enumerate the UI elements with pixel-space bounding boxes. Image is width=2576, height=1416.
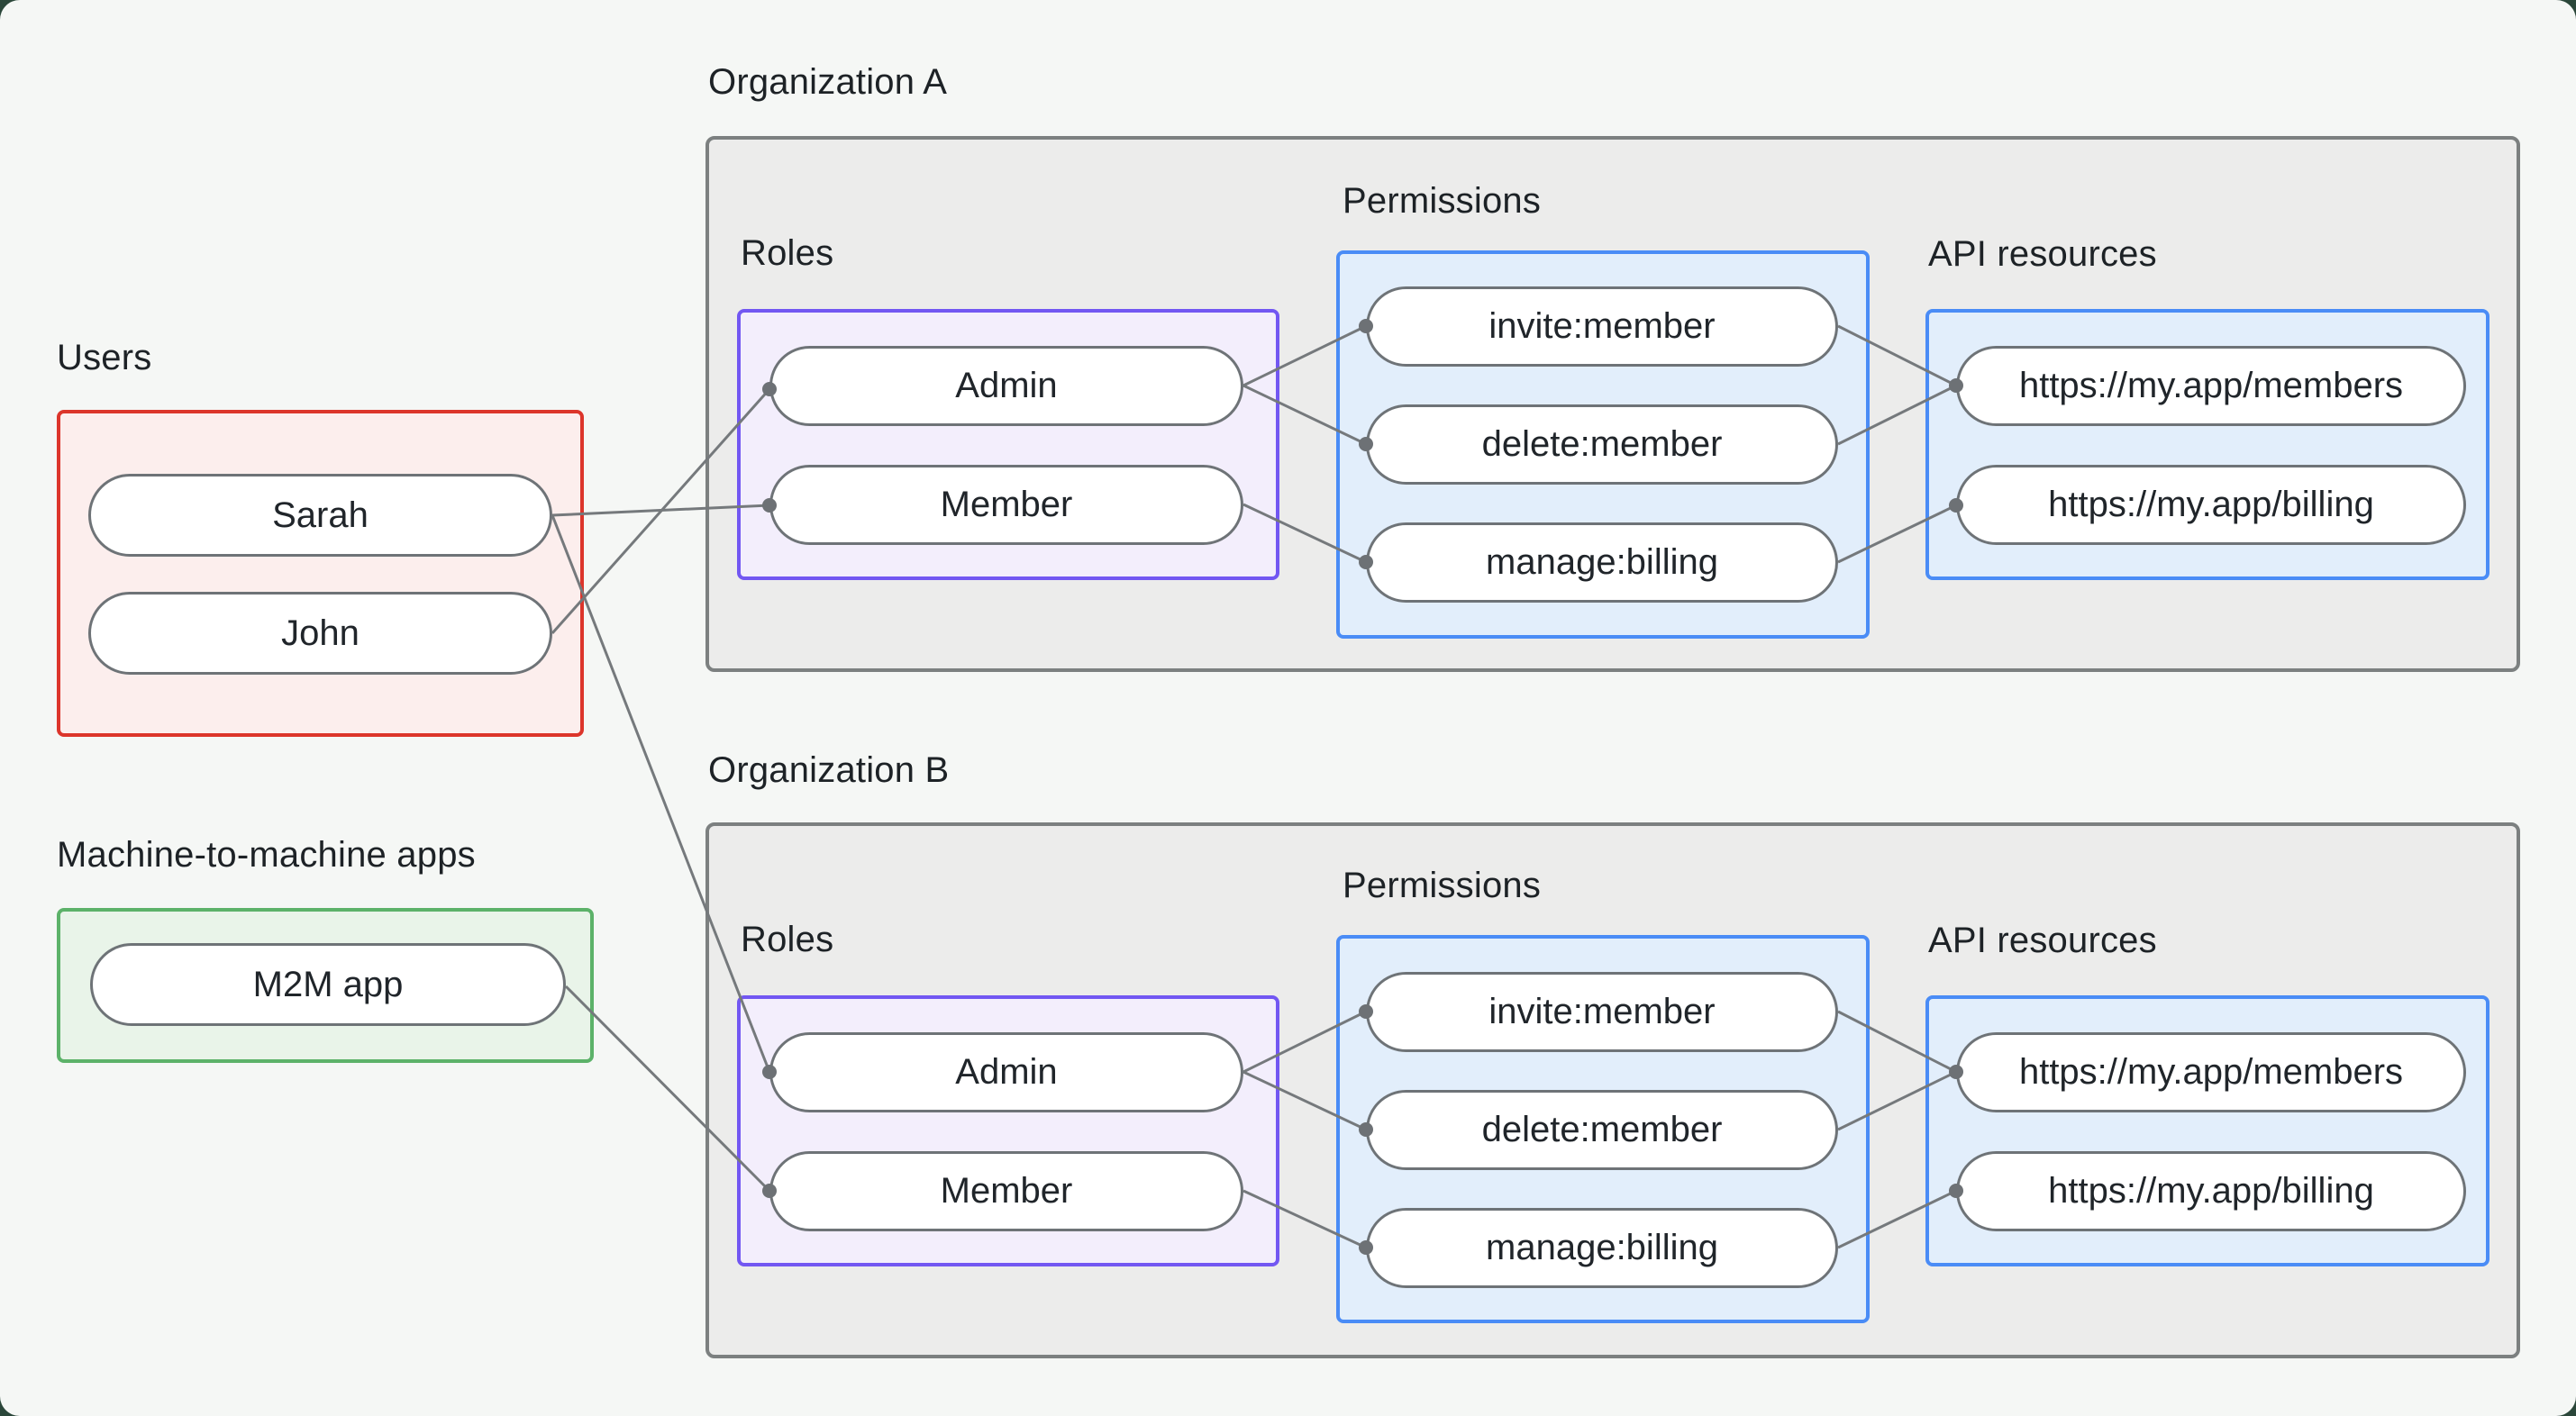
users-group-box <box>57 410 584 737</box>
org-a-api-resources-label: API resources <box>1928 234 2157 274</box>
m2m-group-label: Machine-to-machine apps <box>57 835 476 875</box>
org-a-role-admin: Admin <box>769 346 1243 426</box>
m2m-app-node: M2M app <box>90 943 566 1026</box>
org-b-roles-label: Roles <box>741 920 834 959</box>
org-b-permissions-label: Permissions <box>1343 866 1542 905</box>
org-a-roles-label: Roles <box>741 233 834 273</box>
user-node-john: John <box>88 592 552 675</box>
org-b-permission-invite: invite:member <box>1366 972 1838 1052</box>
org-b-role-member: Member <box>769 1151 1243 1231</box>
org-a-role-member: Member <box>769 465 1243 545</box>
org-b-api-resources-label: API resources <box>1928 921 2157 960</box>
org-b-role-admin: Admin <box>769 1032 1243 1112</box>
org-b-resource-billing: https://my.app/billing <box>1956 1151 2466 1231</box>
users-group-label: Users <box>57 338 152 377</box>
org-b-permission-manage: manage:billing <box>1366 1208 1838 1288</box>
org-a-title: Organization A <box>708 62 948 102</box>
org-b-permission-delete: delete:member <box>1366 1090 1838 1170</box>
org-b-resource-members: https://my.app/members <box>1956 1032 2466 1112</box>
org-a-permissions-label: Permissions <box>1343 181 1542 221</box>
org-b-title: Organization B <box>708 750 950 790</box>
org-a-resource-members: https://my.app/members <box>1956 346 2466 426</box>
org-a-resource-billing: https://my.app/billing <box>1956 465 2466 545</box>
org-a-permission-delete: delete:member <box>1366 404 1838 485</box>
org-a-permission-invite: invite:member <box>1366 286 1838 367</box>
user-node-sarah: Sarah <box>88 474 552 557</box>
org-a-permission-manage: manage:billing <box>1366 522 1838 603</box>
